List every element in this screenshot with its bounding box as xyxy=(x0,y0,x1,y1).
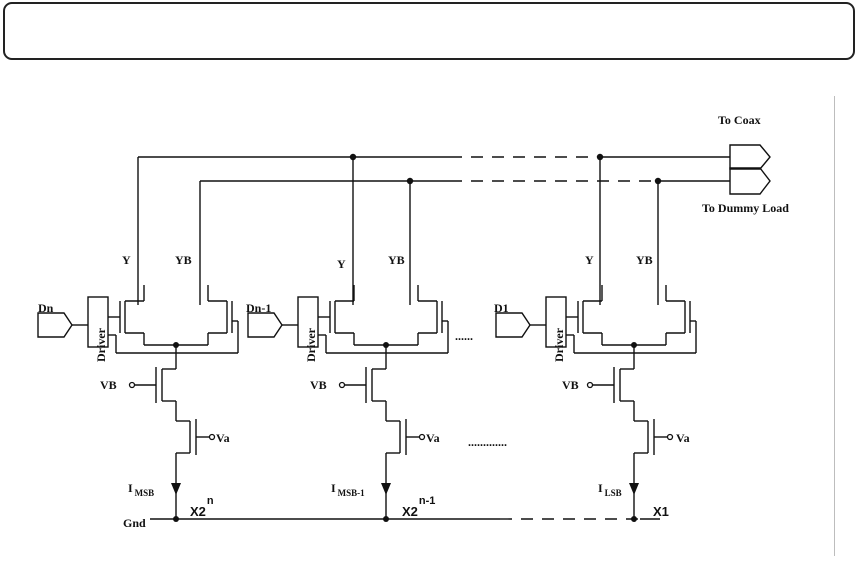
cell-lsb xyxy=(495,284,697,523)
vb-label: VB xyxy=(562,378,579,392)
y-label: Y xyxy=(122,253,131,267)
yb-label: YB xyxy=(388,253,405,267)
vb-label: VB xyxy=(100,378,117,392)
junction-dot xyxy=(349,153,357,161)
va-label: Va xyxy=(676,431,690,445)
driver-label: Driver xyxy=(552,327,566,362)
cell-msb xyxy=(37,284,239,523)
y-label: Y xyxy=(337,257,346,271)
scan-edge-line xyxy=(834,96,835,556)
coax-output-pad xyxy=(729,144,771,170)
ellipsis-bottom: ............. xyxy=(468,435,507,449)
dummy-output-pad xyxy=(729,167,771,195)
y-label: Y xyxy=(585,253,594,267)
header-banner xyxy=(3,2,855,60)
junction-dot xyxy=(406,177,414,185)
va-label: Va xyxy=(426,431,440,445)
coax-label: To Coax xyxy=(718,113,761,127)
yb-label: YB xyxy=(175,253,192,267)
driver-label: Driver xyxy=(304,327,318,362)
yb-label: YB xyxy=(636,253,653,267)
junction-dot xyxy=(654,177,662,185)
gnd-label: Gnd xyxy=(123,516,146,530)
input-label: D1 xyxy=(494,301,509,315)
junction-dot xyxy=(596,153,604,161)
vb-label: VB xyxy=(310,378,327,392)
weight-label: X1 xyxy=(653,504,669,519)
cell-msb-1 xyxy=(247,284,449,523)
dummy-load-label: To Dummy Load xyxy=(702,201,789,215)
weight-label: X2n xyxy=(190,495,214,519)
driver-label: Driver xyxy=(94,327,108,362)
input-label: Dn-1 xyxy=(246,301,271,315)
ellipsis-top: ...... xyxy=(455,329,473,343)
input-label: Dn xyxy=(38,301,54,315)
va-label: Va xyxy=(216,431,230,445)
weight-label: X2n-1 xyxy=(402,495,435,519)
